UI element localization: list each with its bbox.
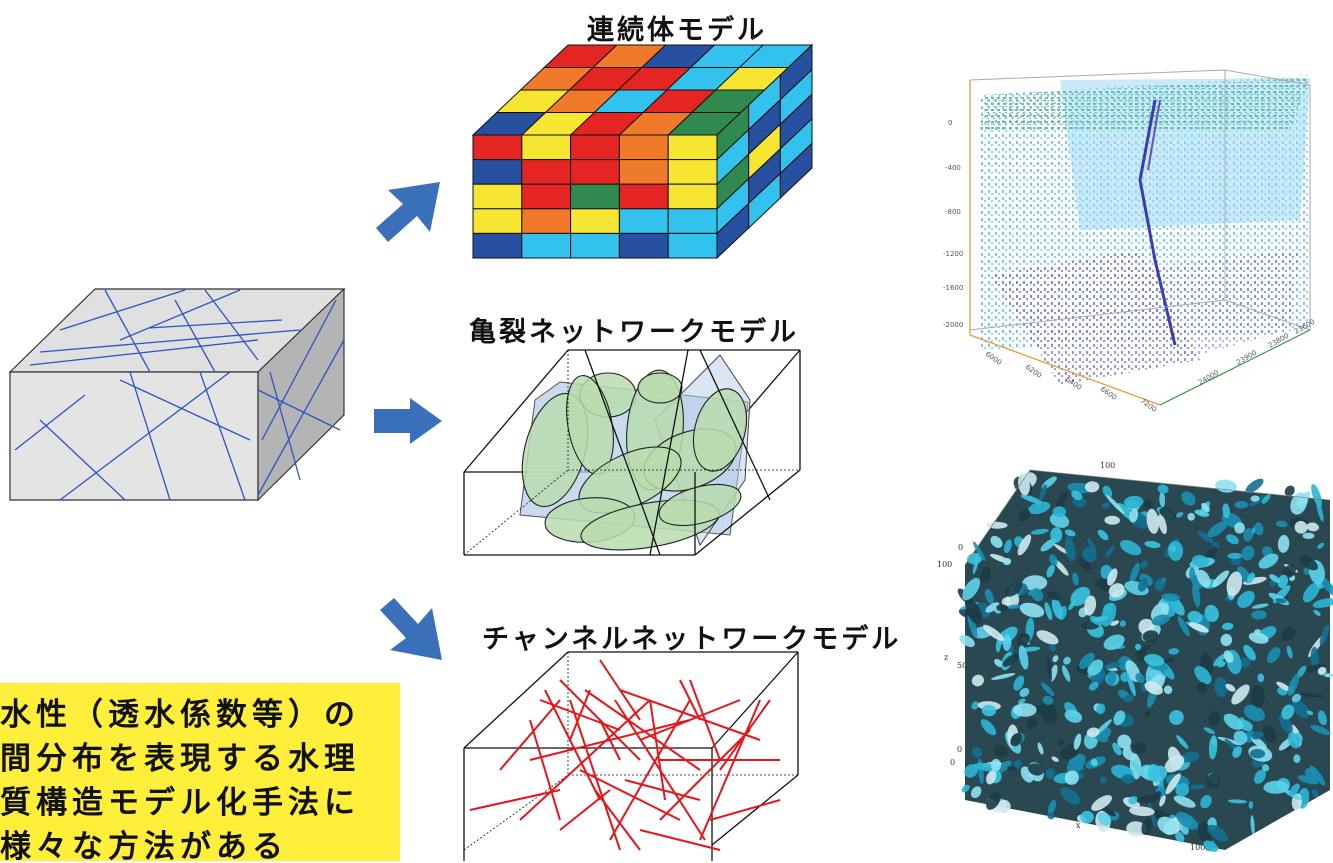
grid-cell [570, 159, 620, 185]
channel-segment [639, 829, 721, 851]
cube-tick: 0 [958, 543, 963, 552]
grid-cell [472, 134, 523, 161]
plot-y-tick: -1200 [943, 250, 963, 258]
channel-segment [614, 699, 706, 841]
channel-network-diagram [463, 651, 799, 861]
grid-cell [667, 134, 718, 161]
grid-cell [472, 232, 523, 259]
callout-line: 様々な方法がある [0, 829, 288, 861]
grid-cell [779, 142, 813, 200]
cube-tick: 50 [957, 661, 967, 670]
channel-segment [569, 689, 591, 741]
cube-tick: 0 [950, 758, 955, 767]
fracture-network-model-title: 亀裂ネットワークモデル [469, 317, 799, 348]
source-block-diagram [8, 287, 346, 502]
channel-segment [544, 689, 601, 801]
fracture-network-diagram [463, 349, 801, 556]
grid-cell [667, 208, 718, 234]
channel-segment [659, 729, 751, 821]
channel-segment [569, 699, 621, 851]
grid-cell [521, 208, 572, 234]
channel-segment [689, 679, 721, 761]
grid-cell [570, 232, 620, 259]
channel-segment [699, 699, 761, 841]
plot-z-tick: 24000 [1197, 369, 1220, 387]
plot-x-tick: 6200 [1024, 363, 1043, 380]
grid-cell [667, 232, 718, 259]
channel-segment [599, 659, 641, 721]
grid-cell [618, 183, 669, 210]
grid-cell [667, 183, 718, 210]
grid-cell [472, 183, 523, 210]
channel-segment [639, 699, 741, 741]
cube-tick: 100 [1100, 461, 1115, 470]
plot-y-tick: -1600 [943, 284, 963, 292]
callout-line: 質構造モデル化手法に [0, 785, 360, 821]
continuum-model-title: 連続体モデル [587, 15, 767, 46]
grid-cell [521, 159, 572, 185]
channel-segment [594, 789, 641, 851]
channel-network-model-title: チャンネルネットワークモデル [482, 624, 902, 655]
grid-cell [570, 134, 620, 161]
channel-segment [579, 769, 681, 821]
grid-cell [521, 232, 572, 259]
plot-y-tick: -800 [945, 208, 961, 216]
plot-x-tick: 6000 [984, 350, 1003, 367]
channel-segment [609, 699, 691, 841]
plot-y-tick: -2000 [943, 321, 963, 329]
channel-segment [529, 719, 561, 821]
grid-cell [521, 183, 572, 210]
plot-y-tick: -400 [945, 164, 961, 172]
grid-cell [570, 183, 620, 210]
channel-segment [469, 789, 561, 811]
channel-segment [559, 789, 611, 831]
grid-cell [618, 159, 669, 185]
grid-cell [618, 232, 669, 259]
channel-segment [519, 699, 651, 821]
cube-tick: 0 [957, 745, 962, 754]
channel-segment [679, 679, 701, 721]
channel-segment [584, 689, 701, 771]
channel-segment [499, 699, 561, 771]
continuum-grid-block [471, 43, 814, 260]
callout-line: 水性（透水係数等）の [0, 697, 360, 733]
callout-line: 間分布を表現する水理 [0, 741, 360, 777]
arrow-up-right-icon [376, 182, 440, 242]
fracture-simulation-plot: 0 -400 -800 -1200 -1600 -2000 6000 6200 … [943, 69, 1316, 414]
channel-simulation-cube: 100 y 50 0 100 z 50 0 0 50 x 100 [937, 461, 1333, 852]
channel-segment [719, 699, 771, 771]
plot-y-tick: 0 [948, 119, 952, 127]
channel-segment [709, 799, 781, 821]
grid-cell [472, 208, 523, 234]
plot-x-tick: 6600 [1099, 385, 1118, 402]
description-callout: 水性（透水係数等）の 間分布を表現する水理 質構造モデル化手法に 様々な方法があ… [0, 683, 400, 861]
grid-cell [472, 159, 523, 185]
arrow-right-icon [374, 398, 442, 444]
grid-cell [667, 159, 718, 185]
cube-tick: 100 [937, 560, 952, 569]
grid-cell [521, 134, 572, 161]
grid-cell [618, 208, 669, 234]
grid-cell [570, 208, 620, 234]
arrow-down-right-icon [380, 598, 442, 660]
channel-segment [649, 699, 666, 801]
channel-segment [619, 689, 761, 741]
plot-x-tick: 7200 [1139, 397, 1158, 414]
channel-segment [599, 719, 621, 761]
cube-axis-label: z [944, 653, 948, 662]
cube-axis-label: x [1076, 821, 1081, 830]
cube-tick: 100 [1190, 843, 1205, 852]
grid-cell [618, 134, 669, 161]
